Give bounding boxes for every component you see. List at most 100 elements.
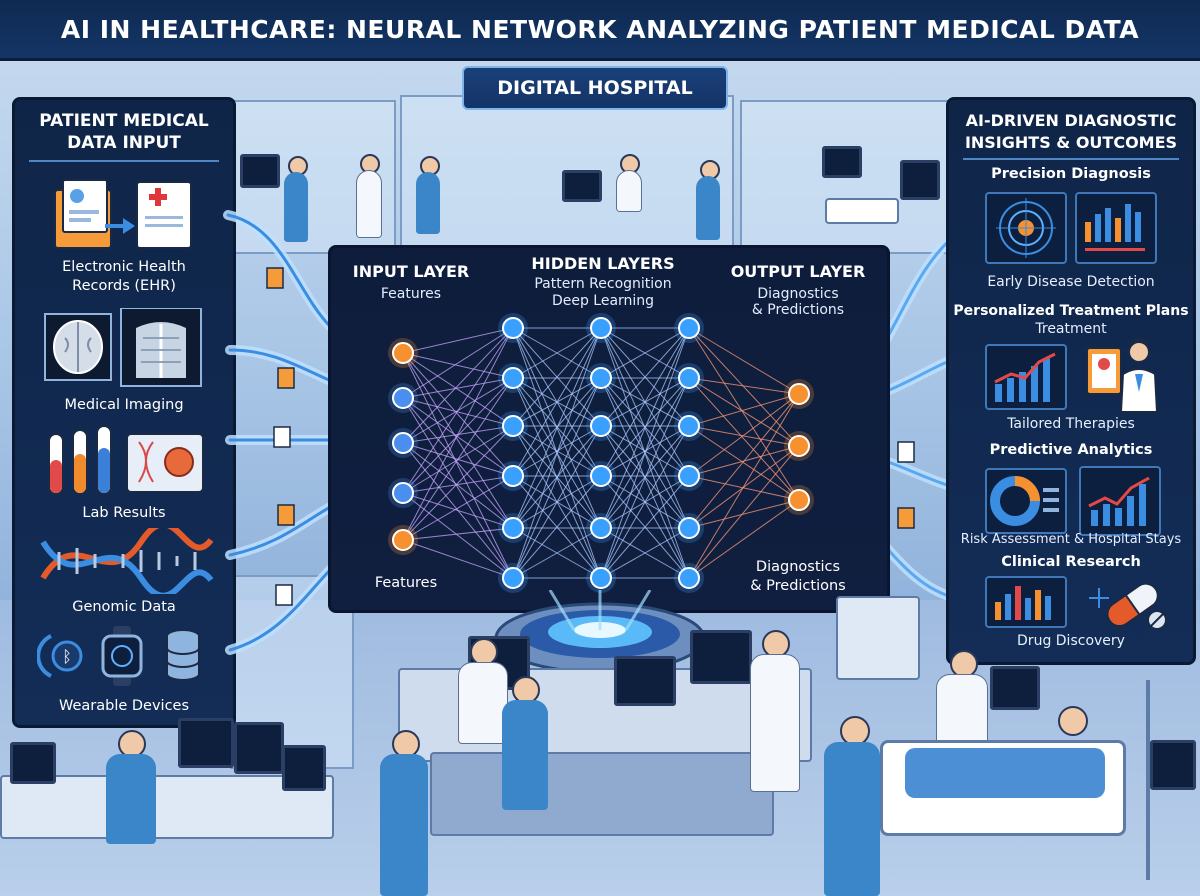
nurse-body xyxy=(284,172,308,242)
left-monitor-2[interactable] xyxy=(178,718,234,768)
hidden-node xyxy=(678,367,700,389)
hidden-node xyxy=(590,367,612,389)
source-label-genomic: Genomic Data xyxy=(15,598,233,617)
hidden-node xyxy=(678,465,700,487)
network-edge xyxy=(512,425,602,477)
genomic-label: Genomic Data xyxy=(72,599,176,615)
medical-cart xyxy=(836,596,920,680)
svg-text:ᛒ: ᛒ xyxy=(62,647,72,666)
network-edge xyxy=(402,442,514,529)
network-edge xyxy=(512,327,602,529)
hidden-node xyxy=(590,517,612,539)
input-panel-divider xyxy=(29,160,219,162)
network-edge xyxy=(402,492,514,579)
staff-body-2 xyxy=(380,754,428,896)
staff-head-7 xyxy=(950,650,978,678)
input-node xyxy=(392,529,414,551)
network-edge xyxy=(688,425,800,447)
pill-capsule-icon xyxy=(1089,582,1167,630)
hidden-layers-sub-1: Pattern Recognition xyxy=(534,276,672,292)
network-edge xyxy=(688,393,800,579)
bar-chart-icon xyxy=(1075,192,1157,264)
network-edge xyxy=(402,475,514,494)
output-layer-sub-2: & Predictions xyxy=(751,302,845,318)
control-station-base xyxy=(430,752,774,836)
staff-head-4 xyxy=(512,676,540,704)
doctor-body xyxy=(356,170,382,238)
digital-hospital-badge: DIGITAL HOSPITAL xyxy=(462,66,728,110)
left-monitor-1[interactable] xyxy=(10,742,56,784)
output-panel-title-line1: AI-DRIVEN DIAGNOSTIC xyxy=(965,111,1177,130)
network-edge xyxy=(402,352,514,427)
vitals-monitor[interactable] xyxy=(990,666,1040,710)
hidden-node xyxy=(502,367,524,389)
hidden-node xyxy=(502,567,524,589)
hidden-node xyxy=(678,317,700,339)
neural-network-panel: INPUT LAYER Features HIDDEN LAYERS Patte… xyxy=(328,245,890,613)
source-label-imaging: Medical Imaging xyxy=(15,396,233,415)
network-edge xyxy=(402,327,514,541)
network-edge xyxy=(402,327,514,444)
left-monitor-4[interactable] xyxy=(282,745,326,791)
source-label-wearable: Wearable Devices xyxy=(15,697,233,716)
title-bar: AI IN HEALTHCARE: NEURAL NETWORK ANALYZI… xyxy=(0,0,1200,61)
background-staff-group xyxy=(240,146,940,250)
network-edge xyxy=(688,393,800,477)
hidden-node xyxy=(678,415,700,437)
iv-monitor[interactable] xyxy=(1150,740,1196,790)
hidden-node xyxy=(678,517,700,539)
staff-body-5 xyxy=(750,654,800,792)
network-edge xyxy=(402,397,514,579)
network-edge xyxy=(512,527,602,579)
network-edge xyxy=(512,475,602,579)
left-workstation-desk xyxy=(0,775,334,839)
input-panel-title-line2: DATA INPUT xyxy=(67,133,181,153)
output-node xyxy=(788,383,810,405)
network-edge xyxy=(512,327,602,579)
staff-body-1 xyxy=(106,754,156,844)
input-layer-heading: INPUT LAYER xyxy=(352,262,470,281)
output-node xyxy=(788,489,810,511)
growth-chart-icon xyxy=(1079,466,1161,536)
network-edge xyxy=(402,327,514,399)
network-edge xyxy=(688,327,800,501)
hidden-node xyxy=(590,317,612,339)
hidden-node xyxy=(590,415,612,437)
network-edge xyxy=(688,377,800,447)
network-edge xyxy=(600,327,690,579)
target-scan-icon xyxy=(985,192,1067,264)
output-panel-divider xyxy=(963,158,1179,160)
input-panel-title: PATIENT MEDICAL DATA INPUT xyxy=(15,110,233,154)
output-layer-sub-1: Diagnostics xyxy=(757,286,839,302)
network-edge xyxy=(688,377,800,395)
left-monitor-3[interactable] xyxy=(234,722,284,774)
precision-diagnosis-caption: Early Disease Detection xyxy=(987,274,1155,290)
output-layer-foot: Diagnostics & Predictions xyxy=(713,558,883,596)
doctor-clipboard-icon xyxy=(1086,338,1159,413)
network-edge xyxy=(402,527,514,541)
network-edge xyxy=(600,425,690,477)
input-node xyxy=(392,482,414,504)
hospital-bed-back xyxy=(825,198,899,224)
network-edge xyxy=(688,393,800,427)
network-edge xyxy=(512,327,602,379)
network-edge xyxy=(688,499,800,579)
trend-chart-icon xyxy=(985,344,1067,410)
network-edge xyxy=(688,393,800,529)
bedside-monitor-2 xyxy=(900,160,940,200)
hidden-node xyxy=(590,465,612,487)
network-edge xyxy=(688,499,800,529)
station-monitor-3[interactable] xyxy=(690,630,752,684)
bedside-monitor xyxy=(822,146,862,178)
station-monitor-2[interactable] xyxy=(614,656,676,706)
output-layer-heading: OUTPUT LAYER xyxy=(730,262,866,281)
hidden-node xyxy=(502,415,524,437)
research-bars-icon xyxy=(985,576,1067,628)
input-layer-foot: Features xyxy=(374,575,438,591)
network-edge xyxy=(402,397,514,427)
network-edge xyxy=(402,425,514,541)
clinical-research-heading: Clinical Research xyxy=(1001,554,1141,570)
network-edge xyxy=(402,352,514,529)
doctor-body-2 xyxy=(616,170,642,212)
